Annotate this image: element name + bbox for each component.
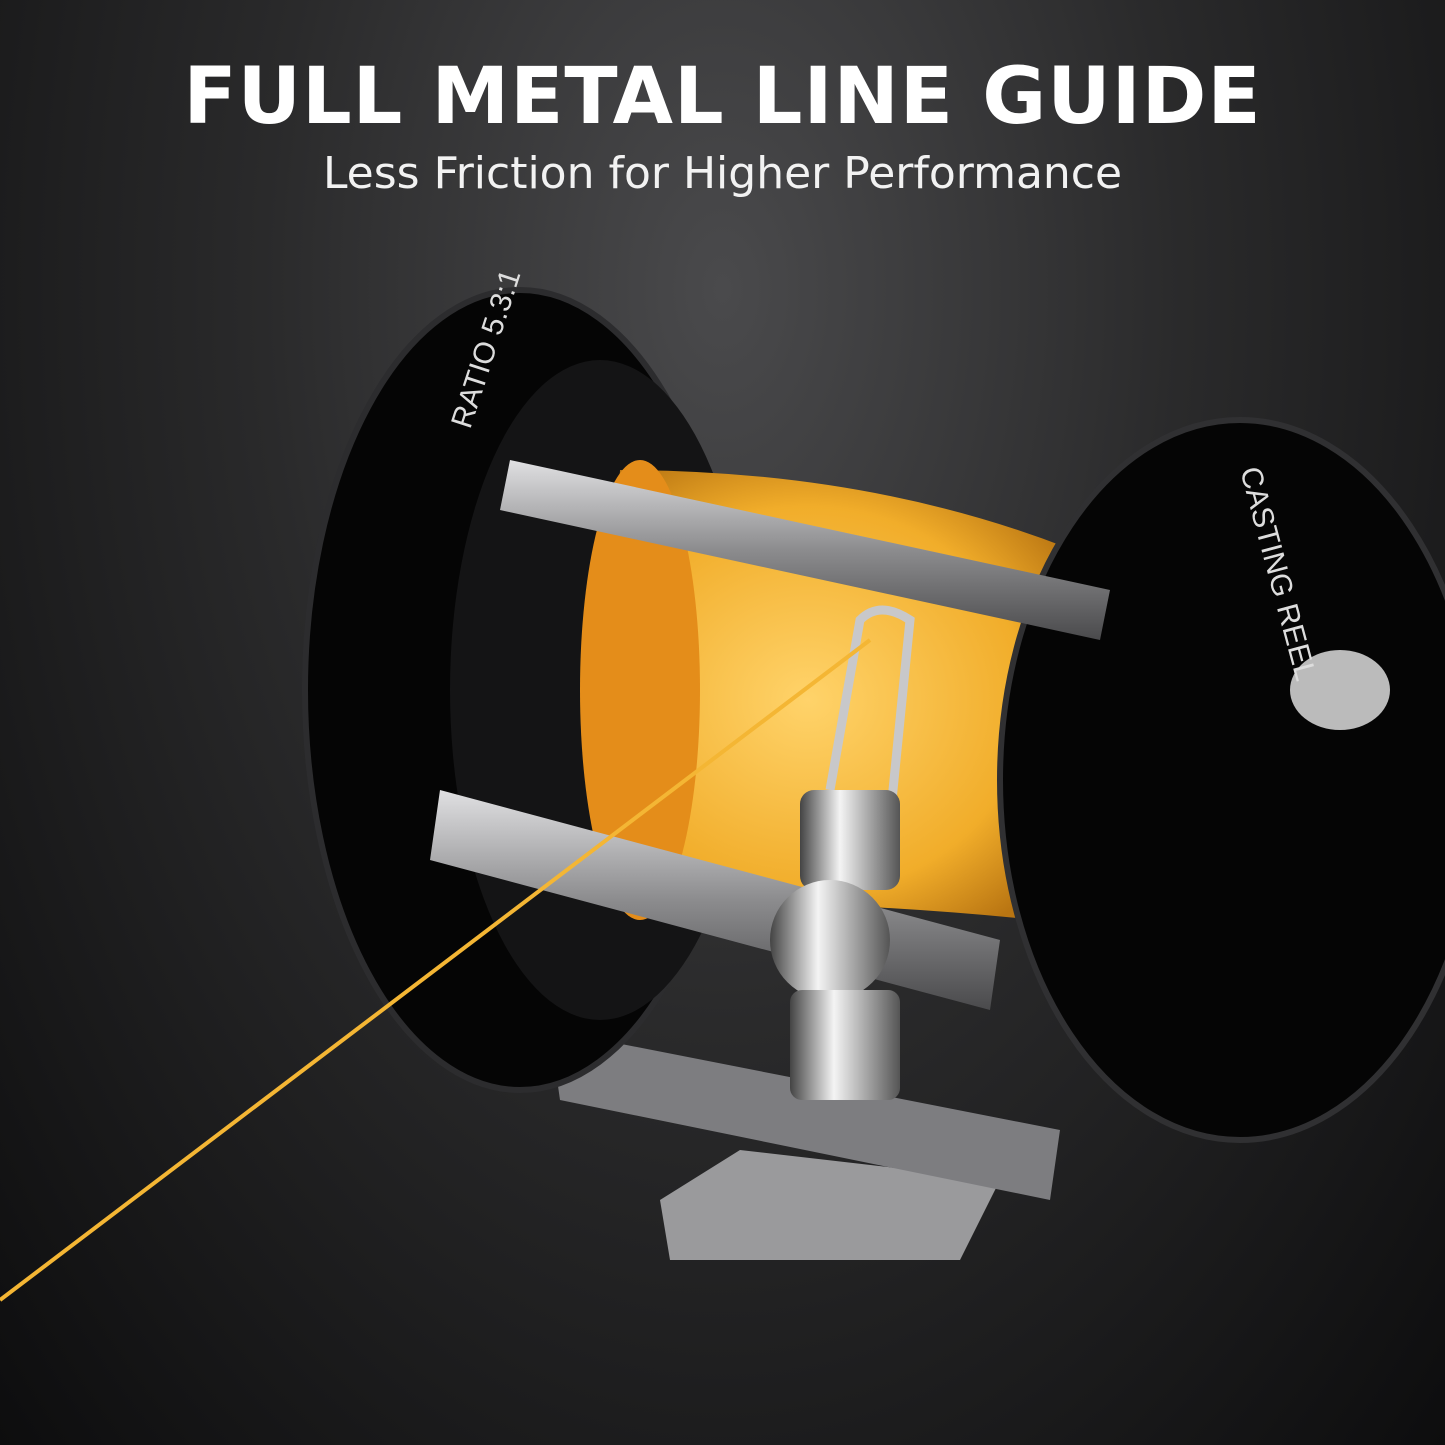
- reel-frame-bar: [550, 1030, 1060, 1200]
- line-guide-body: [800, 790, 900, 890]
- line-guide-wire: [825, 605, 915, 821]
- right-side-plate: [997, 417, 1445, 1143]
- frame-rod-top: [500, 460, 1110, 640]
- headline: FULL METAL LINE GUIDE: [183, 52, 1262, 142]
- line-guide-base: [790, 990, 900, 1100]
- reel-foot: [660, 1150, 1000, 1260]
- fishing-line: [0, 638, 872, 1302]
- line-guide-ball: [770, 880, 890, 1000]
- drag-knob: [1290, 650, 1390, 730]
- spool-flange: [580, 460, 700, 920]
- subheadline: Less Friction for Higher Performance: [322, 148, 1123, 199]
